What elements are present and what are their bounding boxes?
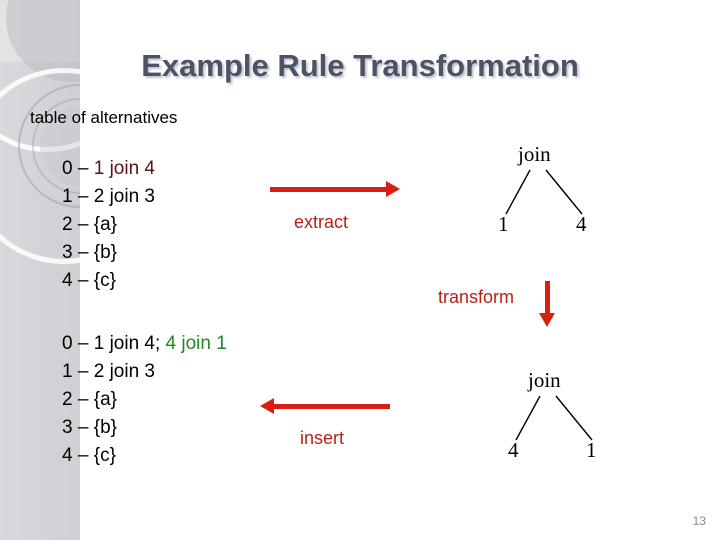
row-dash: – (77, 361, 89, 382)
row-index: 0 (62, 158, 73, 179)
tree-right-leaf: 1 (586, 438, 597, 462)
row-index: 2 (62, 389, 73, 410)
table-row: 0 – 1 join 4; 4 join 1 (62, 330, 227, 358)
row-index: 3 (62, 242, 73, 263)
row-dash: – (77, 270, 89, 291)
extract-arrow-head-icon (386, 181, 400, 197)
insert-arrow-head-icon (260, 398, 274, 414)
table-row: 3 – {b} (62, 239, 155, 267)
row-index: 1 (62, 361, 73, 382)
table-row: 1 – 2 join 3 (62, 183, 155, 211)
alternatives-table-before: 0 – 1 join 4 1 – 2 join 3 2 – {a} 3 – {b… (62, 155, 155, 295)
row-index: 2 (62, 214, 73, 235)
row-index: 1 (62, 186, 73, 207)
row-text: {a} (93, 389, 117, 410)
expression-tree-original: join 1 4 (470, 142, 620, 247)
row-text: {b} (93, 417, 117, 438)
row-dash: – (77, 417, 89, 438)
row-text: {a} (93, 214, 117, 235)
row-text: {c} (93, 445, 116, 466)
table-row: 2 – {a} (62, 386, 227, 414)
table-row: 2 – {a} (62, 211, 155, 239)
transform-arrow-head-icon (539, 313, 555, 327)
row-text: 2 join 3 (93, 186, 155, 207)
extract-arrow-shaft (270, 187, 388, 192)
tree-edges-transformed (515, 395, 593, 441)
row-text: {c} (93, 270, 116, 291)
row-text: 2 join 3 (93, 361, 155, 382)
page-number: 13 (692, 514, 706, 528)
table-row: 4 – {c} (62, 442, 227, 470)
table-row: 3 – {b} (62, 414, 227, 442)
tree-root-node: join (518, 142, 551, 166)
row-dash: – (77, 158, 89, 179)
table-row: 1 – 2 join 3 (62, 358, 227, 386)
row-dash: – (77, 389, 89, 410)
row-dash: – (77, 186, 89, 207)
row-text: 1 join 4; (93, 333, 161, 354)
row-index: 4 (62, 270, 73, 291)
row-index: 0 (62, 333, 73, 354)
row-accent: 4 join 1 (165, 333, 227, 354)
insert-label: insert (300, 428, 345, 448)
tree-left-leaf: 1 (498, 212, 509, 236)
row-text: {b} (93, 242, 117, 263)
row-dash: – (77, 214, 89, 235)
transform-arrow-shaft (545, 281, 550, 315)
tree-root-node: join (528, 368, 561, 392)
table-row: 4 – {c} (62, 267, 155, 295)
tree-edges-original (505, 169, 583, 215)
expression-tree-transformed: join 4 1 (480, 368, 630, 473)
slide-title: Example Rule Transformation (141, 48, 579, 83)
tree-right-leaf: 4 (576, 212, 587, 236)
alternatives-table-after: 0 – 1 join 4; 4 join 1 1 – 2 join 3 2 – … (62, 330, 227, 470)
row-dash: – (77, 242, 89, 263)
table-row: 0 – 1 join 4 (62, 155, 155, 183)
row-dash: – (77, 445, 89, 466)
row-index: 4 (62, 445, 73, 466)
sidebar-decoration (0, 0, 80, 540)
row-index: 3 (62, 417, 73, 438)
slide-subtitle: table of alternatives (30, 108, 178, 127)
row-accent: 1 join 4 (93, 158, 155, 179)
tree-left-leaf: 4 (508, 438, 519, 462)
insert-arrow-shaft (274, 404, 390, 409)
extract-label: extract (294, 212, 349, 232)
row-dash: – (77, 333, 89, 354)
transform-label: transform (438, 287, 515, 307)
